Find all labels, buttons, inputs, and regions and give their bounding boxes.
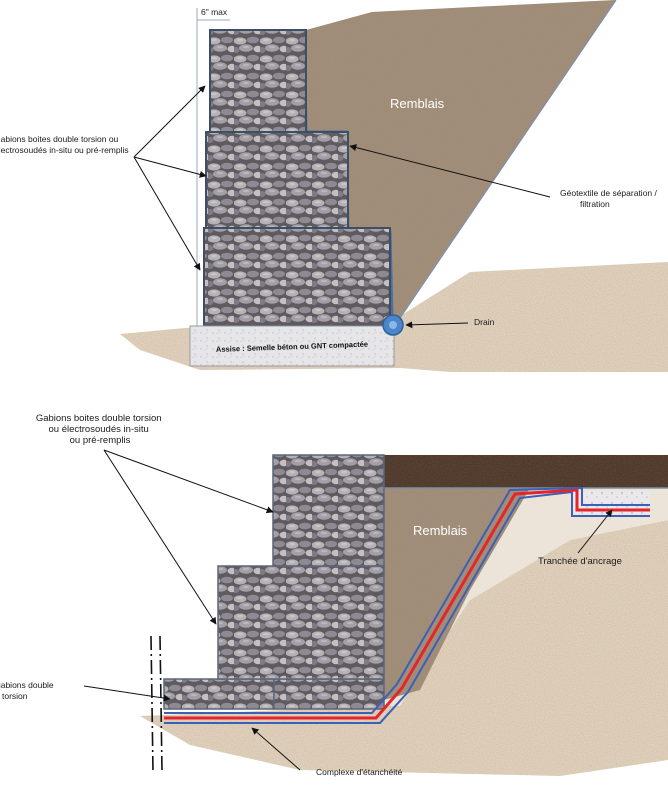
bottom-gabion-arrow-2 bbox=[103, 449, 217, 625]
top-gabion-label-line-1: Gabions boites double torsion ou bbox=[0, 134, 119, 144]
top-backfill-texture bbox=[306, 0, 616, 320]
bottom-base-gabion-label-line-1: gabions double bbox=[0, 680, 54, 690]
top-drain-arrow bbox=[405, 321, 469, 329]
top-geotextile-label: Géotextile de séparation / filtration bbox=[560, 188, 659, 209]
top-gabion-2 bbox=[206, 132, 348, 228]
top-gabion-arrow-2 bbox=[133, 156, 207, 178]
top-slope-line bbox=[399, 0, 617, 319]
bottom-cut-line-right bbox=[159, 635, 163, 773]
bottom-base-gabion-arrow bbox=[83, 685, 171, 702]
bottom-base-gabion-label-line-2: torsion bbox=[2, 691, 28, 701]
top-gabion-label-line-2: électrosoudés in-situ ou pré-remplis bbox=[0, 145, 129, 155]
bottom-gabion-base-left bbox=[164, 679, 274, 709]
top-drain-label: Drain bbox=[474, 317, 495, 327]
bottom-gabion-arrow-1 bbox=[103, 449, 274, 514]
bottom-trench-label: Tranchée d'ancrage bbox=[538, 556, 622, 567]
bottom-membrane-outer-blue bbox=[164, 490, 650, 724]
top-geotextile-label-line-2: filtration bbox=[580, 199, 610, 209]
bottom-gabion-label-line-1: Gabions boites double torsion bbox=[36, 413, 162, 424]
bottom-cut-line-left bbox=[150, 635, 154, 773]
bottom-membrane-label: Complexe d'étanchéité bbox=[316, 767, 402, 777]
top-gabion-arrow-3 bbox=[133, 156, 201, 271]
bottom-gabion-label: Gabions boites double torsion ou électro… bbox=[36, 413, 164, 446]
top-base-slab bbox=[189, 325, 395, 367]
bottom-topsoil-texture bbox=[384, 455, 668, 488]
bottom-section: Gabions boites double torsion ou électro… bbox=[0, 413, 668, 777]
bottom-membrane-arrow bbox=[251, 727, 301, 771]
bottom-gabion-top bbox=[273, 455, 384, 566]
bottom-gabion-middle bbox=[218, 566, 384, 679]
top-gabion-3-cage bbox=[209, 29, 307, 133]
bottom-base-gabion-label: gabions double torsion bbox=[0, 680, 56, 701]
bottom-backfill-label: Remblais bbox=[413, 523, 468, 538]
top-geotextile-arrow bbox=[349, 144, 551, 198]
top-backfill-label: Remblais bbox=[390, 96, 445, 111]
top-gabion-arrow-1 bbox=[133, 85, 206, 158]
top-drain-core bbox=[389, 321, 397, 329]
top-gabion-label: Gabions boites double torsion ou électro… bbox=[0, 134, 129, 155]
bottom-membrane-inner-blue bbox=[164, 486, 650, 714]
top-dimension-label: 6" max bbox=[201, 7, 228, 17]
top-geotextile-label-line-1: Géotextile de séparation / bbox=[560, 188, 658, 198]
top-section: 6" max Remblais Gabions boites double to… bbox=[0, 0, 668, 372]
top-gabion-1 bbox=[204, 228, 390, 326]
bottom-gabion-label-line-2: ou électrosoudés in-situ bbox=[49, 424, 149, 435]
bottom-trench-arrow bbox=[577, 509, 613, 554]
bottom-cut-line bbox=[150, 635, 163, 773]
bottom-membrane-red bbox=[164, 488, 650, 720]
bottom-gabion-base-right bbox=[274, 679, 384, 709]
top-gabion-3 bbox=[210, 30, 306, 132]
bottom-gabion-label-line-3: ou pré-remplis bbox=[70, 435, 131, 446]
